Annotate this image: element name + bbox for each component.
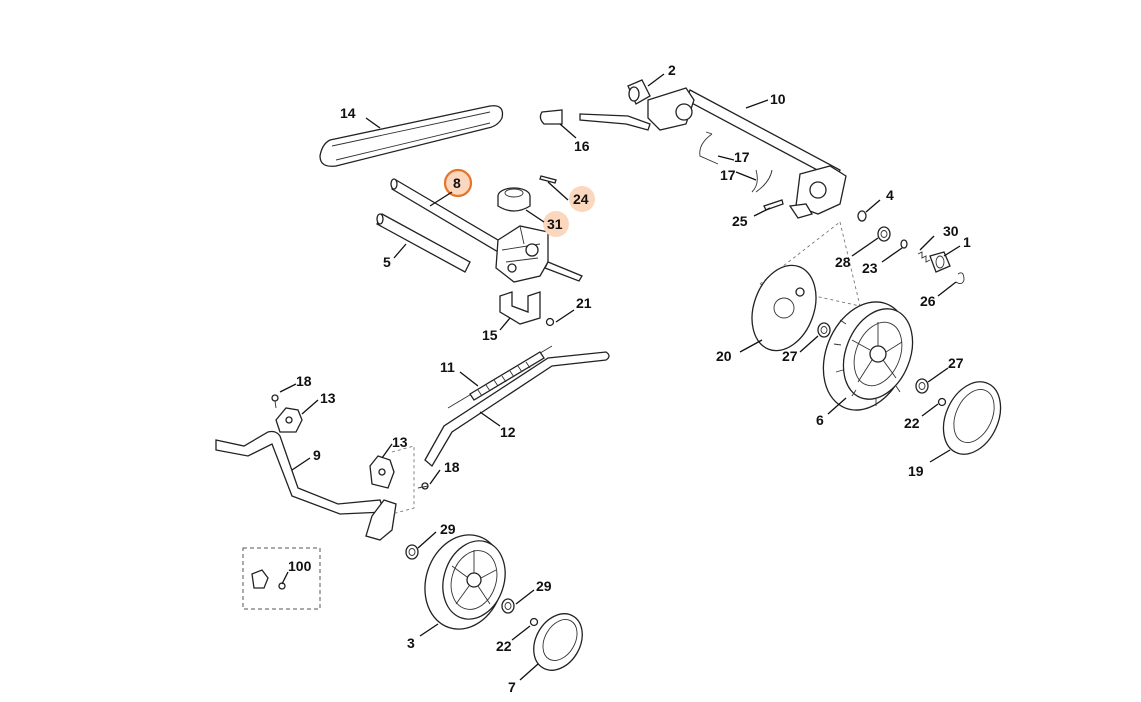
callout-11[interactable]: 11 [440, 359, 455, 375]
hubcap-front[interactable] [524, 605, 592, 679]
callout-1[interactable]: 1 [963, 234, 971, 250]
leader-lines [279, 73, 961, 681]
grip-cap[interactable] [539, 109, 563, 125]
kit-box[interactable] [242, 547, 321, 610]
highlight-active-8 [443, 168, 473, 198]
drive-pinion-1[interactable] [929, 251, 951, 273]
callout-31[interactable]: 31 [547, 216, 563, 232]
callout-16[interactable]: 16 [574, 138, 590, 154]
axle-rod[interactable] [376, 213, 471, 273]
pin[interactable] [539, 175, 557, 184]
bearing-27-inner[interactable] [817, 322, 831, 338]
callout-27-outer[interactable]: 27 [948, 355, 964, 371]
highlight-related-24 [569, 186, 595, 212]
screw-right[interactable] [417, 482, 429, 490]
link-rod[interactable] [424, 351, 610, 467]
callout-22-front[interactable]: 22 [496, 638, 512, 654]
callout-23[interactable]: 23 [862, 260, 878, 276]
callout-17-top[interactable]: 17 [734, 149, 750, 165]
callout-14[interactable]: 14 [340, 105, 356, 121]
screw-left[interactable] [271, 394, 279, 409]
callout-17-bottom[interactable]: 17 [720, 167, 736, 183]
callout-21[interactable]: 21 [576, 295, 592, 311]
callout-7[interactable]: 7 [508, 679, 516, 695]
callout-24[interactable]: 24 [573, 191, 589, 207]
callout-25[interactable]: 25 [732, 213, 748, 229]
spring-clip-top[interactable] [699, 131, 719, 165]
spring-30[interactable] [917, 251, 931, 263]
callout-9[interactable]: 9 [313, 447, 321, 463]
callout-22-rear[interactable]: 22 [904, 415, 920, 431]
callout-3[interactable]: 3 [407, 635, 415, 651]
washer-4[interactable] [857, 210, 867, 222]
adjuster-knob[interactable] [627, 79, 651, 105]
callout-10[interactable]: 10 [770, 91, 786, 107]
callout-8[interactable]: 8 [453, 175, 461, 191]
circlip-26[interactable] [955, 272, 965, 285]
callout-13-left[interactable]: 13 [320, 390, 336, 406]
callout-28[interactable]: 28 [835, 254, 851, 270]
bearing-28[interactable] [877, 226, 891, 242]
callout-100[interactable]: 100 [288, 558, 312, 574]
callout-18-left[interactable]: 18 [296, 373, 312, 389]
callout-4[interactable]: 4 [886, 187, 894, 203]
front-wheel[interactable] [413, 525, 515, 640]
hubcap-rear[interactable] [932, 373, 1011, 464]
callout-29-top[interactable]: 29 [440, 521, 456, 537]
wheel-bracket-left[interactable] [275, 407, 303, 433]
lever-rod[interactable] [579, 113, 651, 131]
wheel-bracket-right[interactable] [369, 455, 395, 489]
highlight-related-31 [543, 211, 569, 237]
callout-27-inner[interactable]: 27 [782, 348, 798, 364]
spring-clip-bottom[interactable] [751, 169, 773, 193]
washer-22-rear[interactable] [937, 397, 947, 407]
callout-5[interactable]: 5 [383, 254, 391, 270]
callout-19[interactable]: 19 [908, 463, 924, 479]
rear-wheel[interactable] [808, 289, 925, 423]
axle-pin[interactable] [763, 199, 784, 211]
screw[interactable] [545, 317, 555, 327]
callout-13-right[interactable]: 13 [392, 434, 408, 450]
callout-29-bottom[interactable]: 29 [536, 578, 552, 594]
bearing-front-outer[interactable] [501, 598, 515, 614]
callout-12[interactable]: 12 [500, 424, 516, 440]
height-adjust-lever[interactable] [215, 430, 397, 541]
tension-spring[interactable] [447, 345, 553, 409]
washer-front[interactable] [529, 617, 539, 627]
callout-20[interactable]: 20 [716, 348, 732, 364]
drive-belt[interactable] [319, 105, 504, 167]
guide-line-rear [759, 221, 861, 307]
callout-18-right[interactable]: 18 [444, 459, 460, 475]
callout-15[interactable]: 15 [482, 327, 498, 343]
bearing-front-inner[interactable] [405, 544, 419, 560]
callout-26[interactable]: 26 [920, 293, 936, 309]
bearing-27-outer[interactable] [915, 378, 929, 394]
pulley[interactable] [497, 187, 531, 212]
mounting-bracket[interactable] [499, 291, 541, 325]
callout-2[interactable]: 2 [668, 62, 676, 78]
callouts: 14 8 24 31 5 15 21 11 12 18 13 9 13 18 2… [288, 62, 971, 695]
circlip-23[interactable] [900, 239, 908, 249]
gearbox[interactable] [495, 225, 583, 283]
wheel-cover[interactable] [741, 256, 827, 359]
callout-6[interactable]: 6 [816, 412, 824, 428]
guide-line-bracket [391, 445, 415, 515]
rear-axle[interactable] [647, 87, 847, 219]
callout-30[interactable]: 30 [943, 223, 959, 239]
